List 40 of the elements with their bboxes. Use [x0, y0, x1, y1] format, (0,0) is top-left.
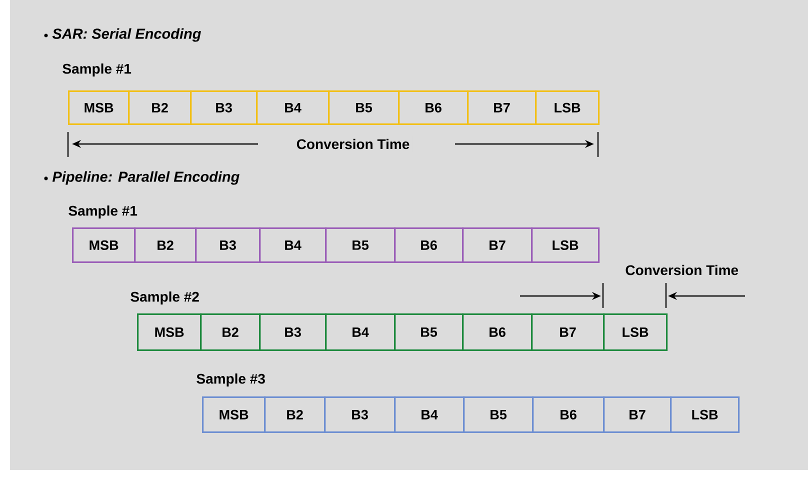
- caption-text: Conversion Time: [626, 264, 738, 276]
- bit-cell: LSB: [603, 313, 668, 351]
- bit-cell: B3: [324, 396, 396, 433]
- bit-cell: LSB: [531, 227, 600, 263]
- bit-cell: B5: [463, 396, 534, 433]
- bit-cell: B2: [200, 313, 261, 351]
- bit-cell: B4: [394, 396, 465, 433]
- bit-cell: B7: [531, 313, 605, 351]
- bit-cell: B4: [325, 313, 396, 351]
- bit-cell: LSB: [535, 90, 600, 125]
- bit-cell: B6: [398, 90, 469, 125]
- heading: SAR: Serial Encoding: [52, 28, 201, 42]
- heading: Pipeline: Parallel Encoding: [52, 171, 240, 185]
- bit-cell: B2: [134, 227, 197, 263]
- bit-cell: B3: [259, 313, 327, 351]
- caption-text: Sample #1: [62, 63, 132, 76]
- bit-cell: B3: [190, 90, 258, 125]
- bit-cell: B7: [467, 90, 537, 125]
- bit-cell: B5: [325, 227, 396, 263]
- bit-cell: B4: [256, 90, 330, 125]
- bit-cell: MSB: [137, 313, 202, 351]
- caption-text: Sample #1: [68, 205, 138, 218]
- bit-cell: B2: [264, 396, 326, 433]
- bit-cell: MSB: [72, 227, 136, 263]
- bit-cell: MSB: [68, 90, 130, 125]
- bit-cell: B4: [259, 227, 327, 263]
- bit-cell: B2: [128, 90, 192, 125]
- bit-cell: B5: [328, 90, 400, 125]
- caption-text: Conversion Time: [293, 136, 413, 152]
- caption-text: Sample #3: [196, 373, 265, 386]
- bit-cell: MSB: [202, 396, 266, 433]
- bit-cell: B6: [462, 313, 533, 351]
- bit-cell: B7: [462, 227, 533, 263]
- bit-cell: LSB: [670, 396, 740, 433]
- bit-cell: B5: [394, 313, 464, 351]
- bit-cell: B6: [394, 227, 464, 263]
- bit-cell: B6: [532, 396, 605, 433]
- bit-cell: B7: [603, 396, 672, 433]
- bit-cell: B3: [195, 227, 261, 263]
- caption-text: Sample #2: [130, 291, 199, 304]
